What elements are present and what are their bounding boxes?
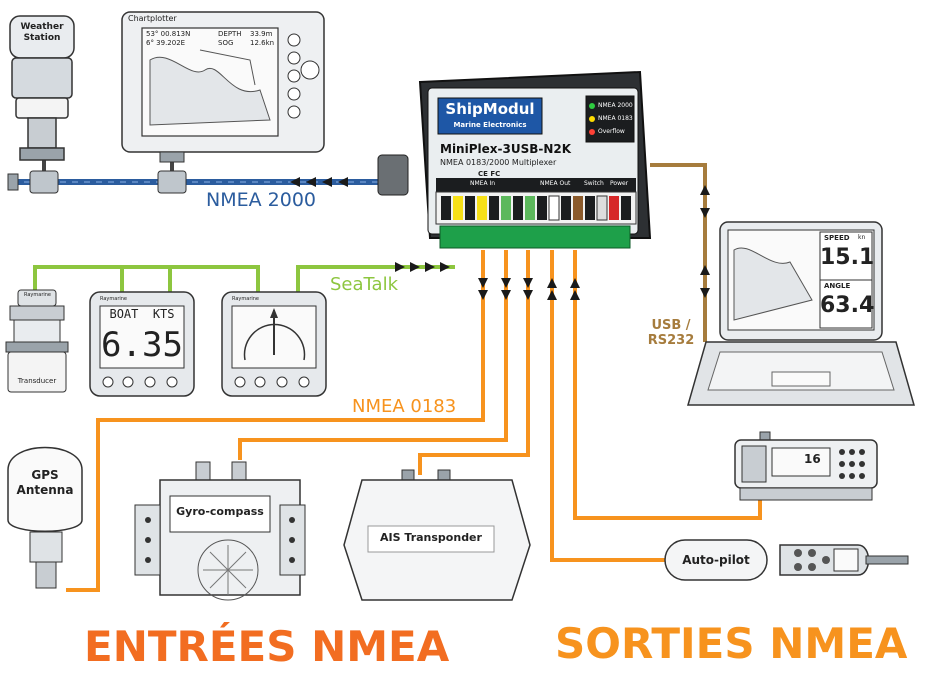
autopilot-label: Auto-pilot <box>682 553 750 567</box>
chart-depth-label: DEPTH <box>218 30 242 38</box>
chart-lon: 6° 39.202E <box>146 39 186 47</box>
multiplexer-group-switch: Switch <box>584 180 604 187</box>
multiplexer-description: NMEA 0183/2000 Multiplexer <box>440 158 557 167</box>
gyro-compass-label: Gyro-compass <box>176 505 264 518</box>
multiplexer-brand: ShipModul <box>445 100 535 118</box>
gyro-compass <box>134 461 306 601</box>
seatalk-label: SeaTalk <box>330 274 399 295</box>
usb-label: USB /RS232 <box>647 318 695 348</box>
nmea0183-wires <box>66 250 762 592</box>
seatalk-display-value: 6.35 <box>101 325 183 365</box>
laptop-speed-label: SPEED <box>824 234 850 242</box>
nmea2000-label: NMEA 2000 <box>206 189 317 211</box>
multiplexer-group-in: NMEA In <box>470 180 496 187</box>
laptop-speed-value: 15.1 <box>820 245 875 270</box>
multiplexer-group-power: Power <box>610 180 629 187</box>
weather-station-label: Weather Station <box>20 22 64 43</box>
multiplexer-led2: NMEA 0183 <box>598 115 633 122</box>
radio-channel: 16 <box>804 452 821 466</box>
multiplexer-model: MiniPlex-3USB-N2K <box>440 142 572 156</box>
gps-antenna <box>7 446 83 589</box>
multiplexer-group-out: NMEA Out <box>540 180 571 187</box>
chart-sog-value: 12.6kn <box>250 39 275 47</box>
nmea0183-arrows <box>478 278 580 300</box>
multiplexer-cert: CE FC <box>478 170 501 178</box>
laptop-angle-label: ANGLE <box>824 282 851 290</box>
seatalk-wind-display <box>221 291 327 397</box>
usb-cable <box>650 163 707 342</box>
seatalk-display <box>89 291 195 397</box>
transducer <box>5 289 69 393</box>
nmea2000-backbone <box>7 152 378 194</box>
transducer-label: Transducer <box>17 377 57 385</box>
seatalk-display-line1: BOAT KTS <box>109 307 175 321</box>
ais-transponder-label: AIS Transponder <box>380 531 482 544</box>
chart-lat: 53° 00.813N <box>146 30 191 38</box>
chart-depth-value: 33.9m <box>250 30 273 38</box>
raymarine-a: Raymarine <box>24 292 52 298</box>
ais-transponder <box>343 469 531 601</box>
gps-antenna-label: GPS Antenna <box>16 468 74 497</box>
raymarine-b: Raymarine <box>100 296 128 302</box>
chartplotter <box>121 11 325 163</box>
vhf-radio <box>734 431 878 501</box>
chart-sog-label: SOG <box>218 39 234 47</box>
raymarine-c: Raymarine <box>232 296 260 302</box>
laptop-speed-unit: kn <box>858 234 866 241</box>
laptop <box>687 221 915 406</box>
weather-station <box>9 15 75 161</box>
multiplexer-led1: NMEA 2000 <box>598 102 633 109</box>
multiplexer-led3: Overflow <box>598 128 625 135</box>
chartplotter-label: Chartplotter <box>128 14 177 23</box>
inputs-heading: ENTRÉES NMEA <box>84 622 450 671</box>
autopilot <box>664 539 909 581</box>
outputs-heading: SORTIES NMEA <box>555 619 908 668</box>
multiplexer-brand-sub: Marine Electronics <box>453 121 527 129</box>
multiplexer-terminals <box>441 195 631 221</box>
nmea0183-label: NMEA 0183 <box>352 396 457 417</box>
laptop-angle-value: 63.4 <box>820 293 875 318</box>
